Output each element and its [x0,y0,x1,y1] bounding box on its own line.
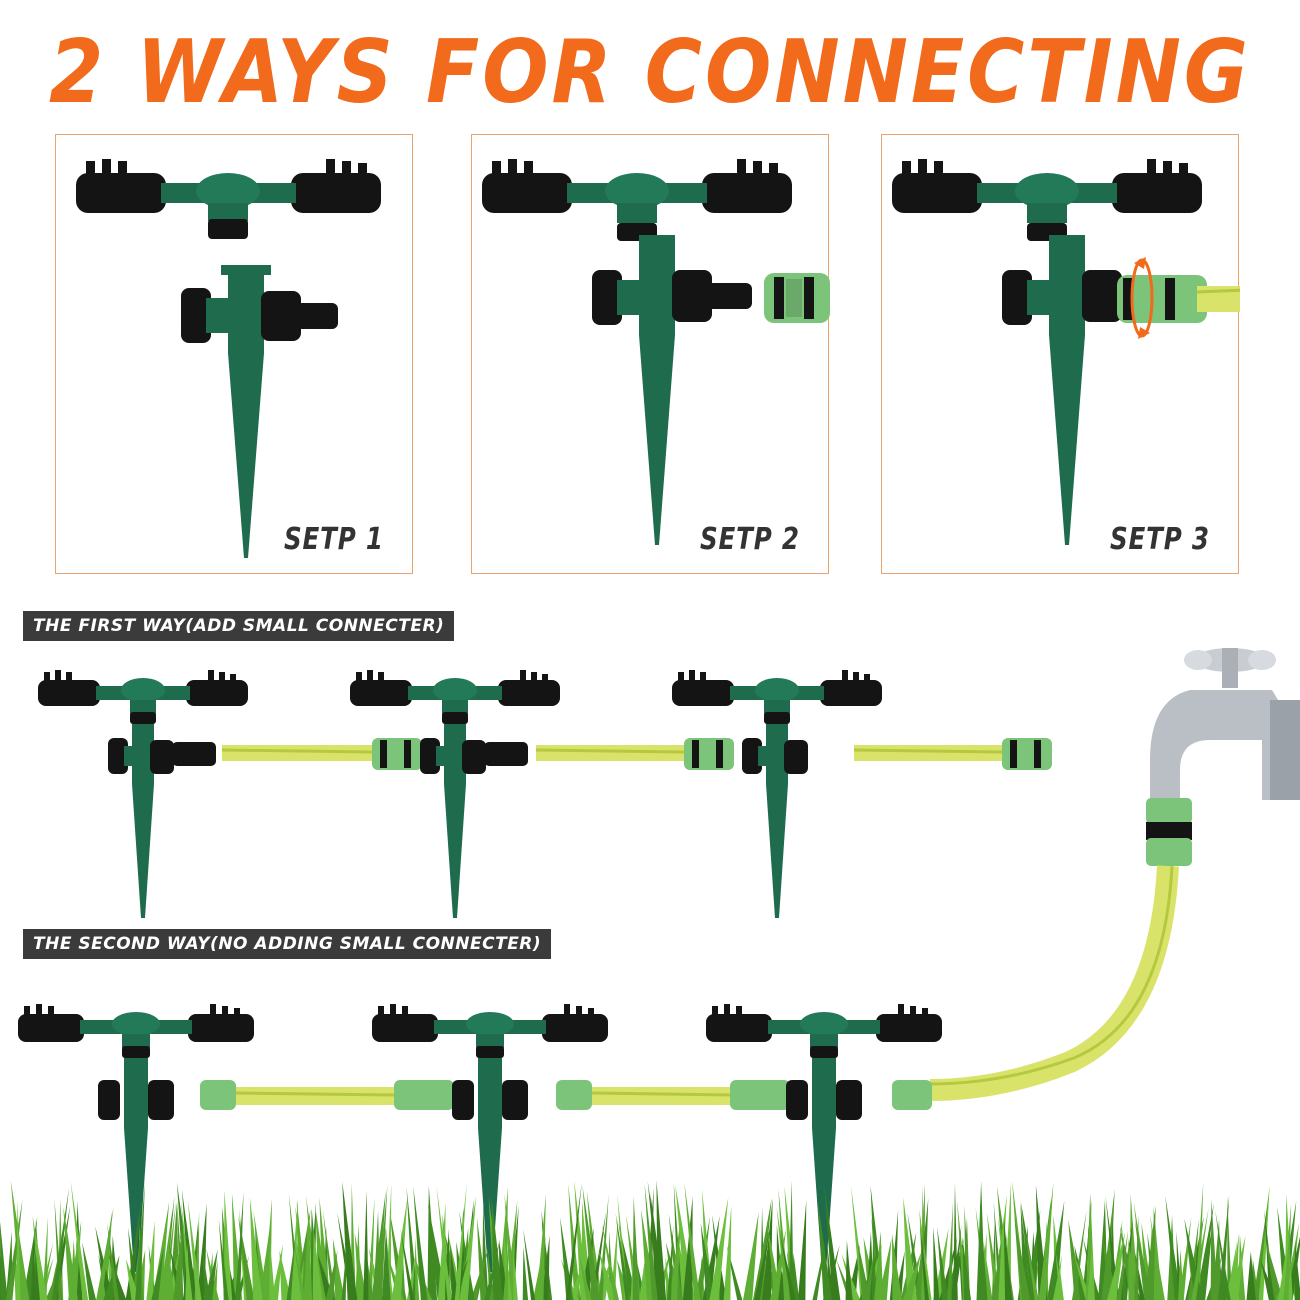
sprinkler-spike-icon [181,265,338,558]
hose-connector-icon [394,1080,454,1110]
sprinkler-spike-icon [1002,235,1122,545]
step-2-illustration [482,159,830,545]
hose-connector-icon [556,1080,592,1110]
second-way-row [18,1004,942,1272]
main-hose [929,865,1179,1101]
hose-connector-icon [730,1080,790,1110]
hose-segment [236,1087,396,1105]
grass-strip [0,1180,1300,1300]
step-label: SETP 2 [700,522,800,557]
sprinkler-icon [38,670,248,918]
sprinkler-spike-icon [592,235,752,545]
small-connector-icon [172,742,216,766]
hose-connector-icon [1146,798,1192,866]
hose-connector-icon [1002,738,1052,770]
rotate-arrow-icon [1130,257,1154,339]
hose-connector-icon [684,738,734,770]
step-label: SETP 3 [1110,522,1210,557]
faucet-icon [1146,648,1300,866]
hose-connector-icon [372,738,422,770]
hose-connector-icon [200,1080,236,1110]
sprinkler-head-icon [482,159,792,241]
step-label: SETP 1 [284,522,384,557]
first-way-row [38,670,1052,918]
second-way-label: THE SECOND WAY(NO ADDING SMALL CONNECTER… [23,929,552,959]
sprinkler-head-icon [892,159,1202,241]
hose-connector-icon [764,273,830,323]
step-3-illustration [892,159,1240,545]
step-2-panel: SETP 2 [471,134,830,574]
hose-segment [592,1087,732,1105]
sprinkler-icon [18,1004,254,1272]
step-3-panel: SETP 3 [881,134,1240,574]
sprinkler-icon [672,670,882,918]
sprinkler-icon [350,670,560,918]
first-way-label: THE FIRST WAY(ADD SMALL CONNECTER) [23,611,455,641]
page-title: 2 WAYS FOR CONNECTING [49,22,1251,124]
sprinkler-head-icon [76,159,381,239]
hose-connector-icon [892,1080,932,1110]
step-1-panel: SETP 1 [55,134,413,574]
hose-attached-icon [1117,275,1240,323]
step-1-illustration [76,159,381,558]
small-connector-icon [484,742,528,766]
